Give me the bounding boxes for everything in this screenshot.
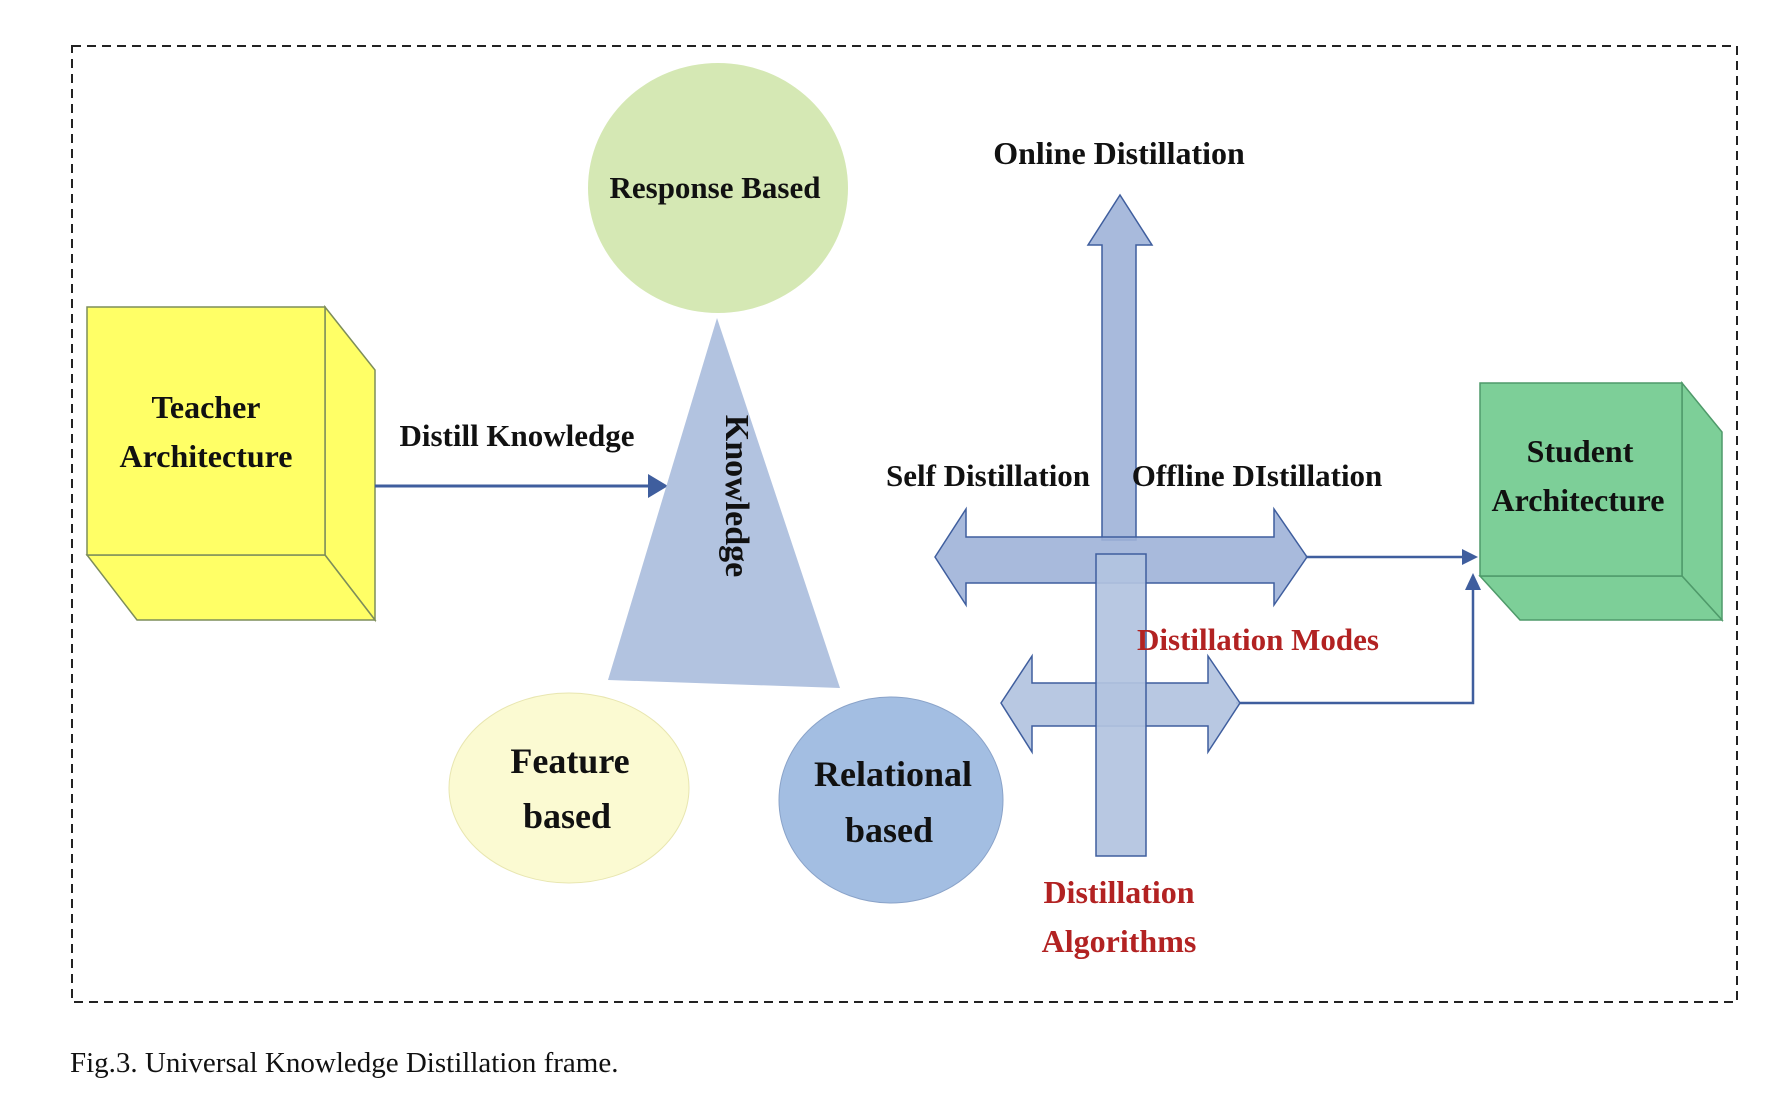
student-architecture-box: Student Architecture <box>1478 380 1724 622</box>
student-box-front <box>1479 382 1683 577</box>
teacher-architecture-box: Teacher Architecture <box>85 304 377 623</box>
response-based-label: Response Based <box>609 170 820 205</box>
distill-knowledge-arrow: Distill Knowledge <box>375 418 668 498</box>
response-based-circle: Response Based <box>588 63 848 313</box>
feature-based-ellipse: Feature based <box>448 692 690 884</box>
offline-distillation-label: Offline DIstillation <box>1132 458 1383 493</box>
relational-based-ellipse: Relational based <box>778 696 1004 904</box>
relational-label-line1: Relational <box>814 754 972 794</box>
student-box-bottom <box>1478 575 1724 621</box>
student-connectors <box>1236 549 1481 705</box>
distillation-modes-label: Distillation Modes <box>1137 622 1379 657</box>
modes-vertical-arrow <box>1086 193 1154 541</box>
distillation-algorithms-label-line2: Algorithms <box>1042 923 1197 959</box>
teacher-box-bottom <box>85 554 377 621</box>
distillation-algorithms-label-line1: Distillation <box>1043 874 1194 910</box>
knowledge-triangle-shape <box>608 318 840 688</box>
self-distillation-label: Self Distillation <box>886 458 1090 493</box>
student-label-line2: Architecture <box>1492 482 1665 518</box>
teacher-label-line2: Architecture <box>120 438 293 474</box>
teacher-label-line1: Teacher <box>151 389 260 425</box>
relational-label-line2: based <box>845 810 933 850</box>
teacher-box-front <box>86 306 326 556</box>
algorithms-to-student-head <box>1465 573 1481 590</box>
response-circle-shape <box>588 63 848 313</box>
knowledge-triangle: Knowledge <box>608 318 840 688</box>
algorithms-vertical-bar <box>1095 553 1147 857</box>
feature-label-line1: Feature <box>510 741 629 781</box>
dashed-frame <box>71 45 1738 1003</box>
distillation-modes-cross <box>934 193 1308 608</box>
feature-label-line2: based <box>523 796 611 836</box>
distill-knowledge-label: Distill Knowledge <box>399 418 634 453</box>
knowledge-label: Knowledge <box>718 415 755 577</box>
figure-caption: Fig.3. Universal Knowledge Distillation … <box>70 1047 618 1079</box>
online-distillation-label: Online Distillation <box>993 135 1245 171</box>
relational-ellipse-shape <box>778 696 1004 904</box>
student-label-line1: Student <box>1527 433 1634 469</box>
distill-arrow-head <box>648 474 668 498</box>
distillation-algorithms-cross <box>1000 553 1241 857</box>
feature-ellipse-shape <box>448 692 690 884</box>
modes-to-student-head <box>1462 549 1478 565</box>
algorithms-to-student-line <box>1236 590 1475 705</box>
